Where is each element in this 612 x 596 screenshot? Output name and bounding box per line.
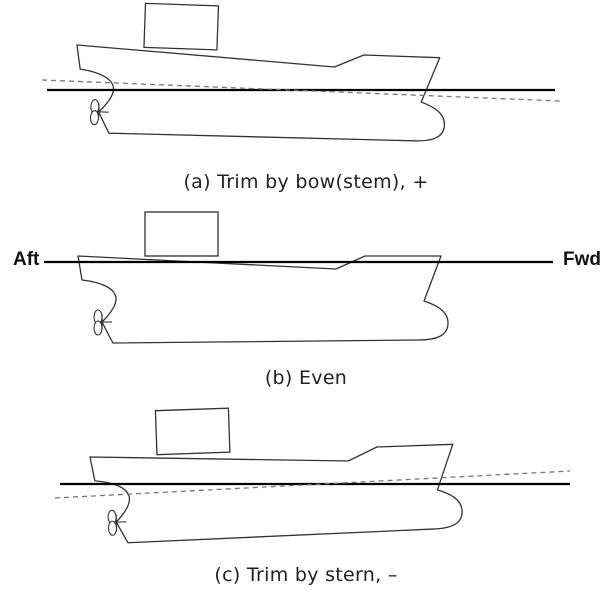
- panel-a-reference-line: [41, 79, 561, 102]
- caption-a: (a) Trim by bow(stem), +: [183, 171, 429, 193]
- panel-c-reference-line: [54, 470, 571, 499]
- panel-c-ship: [87, 399, 464, 545]
- aft-label: Aft: [13, 249, 40, 270]
- fwd-label: Fwd: [563, 249, 601, 270]
- panel-a-ship: [73, 0, 449, 146]
- caption-c: (c) Trim by stern, –: [214, 564, 398, 586]
- caption-b: (b) Even: [264, 367, 348, 389]
- panel-b-ship: [77, 211, 449, 344]
